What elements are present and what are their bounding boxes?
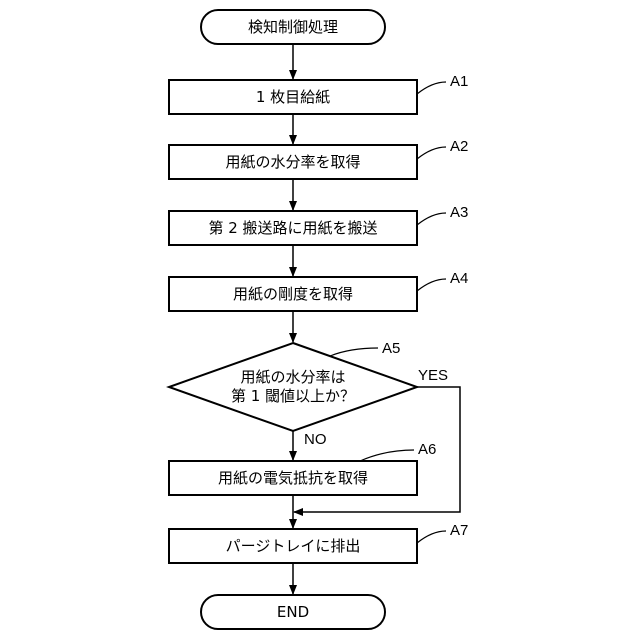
step-a4-text: 用紙の剛度を取得	[233, 285, 353, 303]
step-a7-leader	[417, 531, 446, 543]
yes-label: YES	[418, 367, 448, 384]
step-a4: 用紙の剛度を取得 A4	[169, 270, 468, 311]
step-a1-text: 1 枚目給紙	[256, 88, 330, 106]
step-a4-id: A4	[450, 270, 468, 287]
step-a1-id: A1	[450, 73, 468, 90]
step-a2: 用紙の水分率を取得 A2	[169, 138, 468, 179]
step-a3: 第 2 搬送路に用紙を搬送 A3	[169, 204, 468, 245]
step-a3-text: 第 2 搬送路に用紙を搬送	[208, 219, 377, 237]
end-label: END	[277, 603, 309, 621]
decision-a5-leader	[330, 348, 378, 356]
step-a3-leader	[417, 213, 446, 225]
decision-a5: 用紙の水分率は 第 1 閾値以上か？ A5	[169, 340, 417, 431]
end-terminal: END	[201, 595, 385, 629]
step-a6: 用紙の電気抵抗を取得 A6	[169, 441, 436, 495]
decision-a5-line2: 第 1 閾値以上か？	[231, 387, 355, 405]
decision-a5-id: A5	[382, 340, 400, 357]
step-a1: 1 枚目給紙 A1	[169, 73, 468, 114]
step-a2-text: 用紙の水分率を取得	[225, 153, 360, 171]
step-a6-id: A6	[418, 441, 436, 458]
step-a3-id: A3	[450, 204, 468, 221]
start-label: 検知制御処理	[248, 18, 338, 36]
no-label: NO	[304, 431, 327, 448]
step-a2-leader	[417, 147, 446, 159]
connectors	[293, 44, 460, 594]
start-terminal: 検知制御処理	[201, 10, 385, 44]
decision-a5-line1: 用紙の水分率は	[240, 368, 345, 386]
step-a7: パージトレイに排出 A7	[169, 522, 468, 563]
step-a6-leader	[360, 450, 414, 461]
step-a1-leader	[417, 82, 446, 94]
step-a6-text: 用紙の電気抵抗を取得	[218, 469, 368, 487]
step-a7-id: A7	[450, 522, 468, 539]
step-a7-text: パージトレイに排出	[226, 537, 361, 555]
step-a4-leader	[417, 279, 446, 291]
step-a2-id: A2	[450, 138, 468, 155]
